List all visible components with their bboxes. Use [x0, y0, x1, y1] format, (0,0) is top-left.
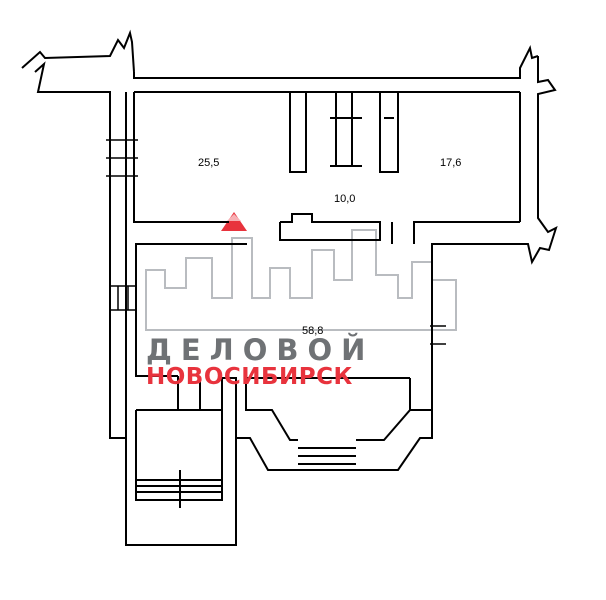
watermark-logo-triangle [221, 212, 247, 231]
watermark-skyline [145, 229, 457, 331]
watermark-line1: ДЕЛОВОЙ [146, 333, 374, 367]
room-hall-area: 10,0 [334, 193, 355, 205]
room-right-area: 17,6 [440, 157, 461, 169]
watermark-line2: НОВОСИБИРСК [146, 364, 353, 390]
walls [21, 29, 558, 546]
room-left-area: 25,5 [198, 157, 219, 169]
windows [106, 139, 446, 345]
room-main-area: 58,8 [302, 325, 323, 337]
